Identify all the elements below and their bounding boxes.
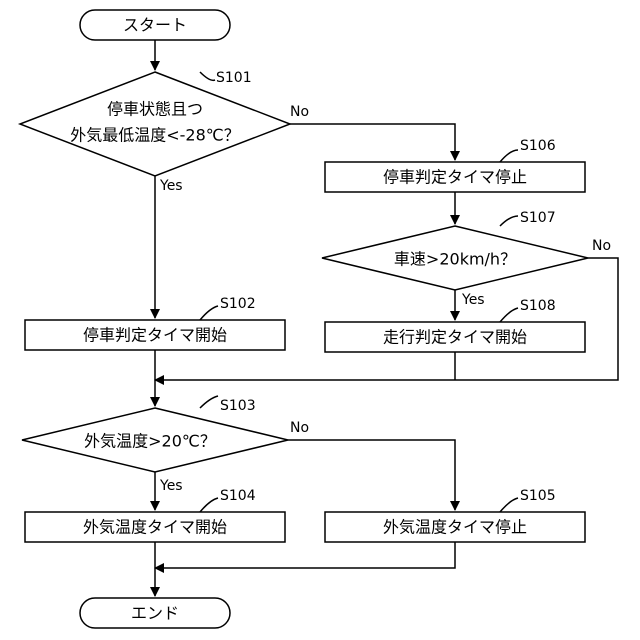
s107-no-label: No	[592, 238, 611, 254]
step-s106-label: S106	[520, 138, 556, 154]
process-s108-text: 走行判定タイマ開始	[383, 328, 527, 347]
connector-s103-no	[288, 440, 455, 510]
decision-s101-line2: 外気最低温度<-28℃？	[70, 126, 240, 145]
connector-s105-merge	[155, 542, 455, 568]
step-s106-leader	[500, 150, 518, 162]
step-s104-leader	[200, 498, 218, 512]
process-s104-text: 外気温度タイマ開始	[83, 518, 227, 537]
end-label: エンド	[131, 604, 179, 623]
process-s106-text: 停車判定タイマ停止	[383, 168, 527, 187]
connector-s101-no	[290, 124, 455, 160]
step-s107-leader	[500, 216, 518, 226]
s101-yes-label: Yes	[159, 178, 183, 194]
decision-s101-line1: 停車状態且つ	[107, 100, 203, 119]
s107-yes-label: Yes	[461, 292, 485, 308]
step-s107-label: S107	[520, 210, 556, 226]
process-s105-text: 外気温度タイマ停止	[383, 518, 527, 537]
process-s102-text: 停車判定タイマ開始	[83, 326, 227, 345]
step-s108-label: S108	[520, 298, 556, 314]
step-s105-label: S105	[520, 488, 556, 504]
step-s105-leader	[500, 498, 518, 512]
step-s101-leader	[200, 72, 215, 80]
s103-no-label: No	[290, 420, 309, 436]
decision-s101	[20, 72, 290, 176]
step-s108-leader	[500, 308, 518, 322]
decision-s103-text: 外気温度>20℃？	[84, 432, 216, 451]
step-s104-label: S104	[220, 488, 256, 504]
step-s103-label: S103	[220, 398, 256, 414]
s101-no-label: No	[290, 104, 309, 120]
connector-s107-no	[155, 258, 618, 380]
step-s101-label: S101	[216, 70, 252, 86]
step-s102-label: S102	[220, 296, 256, 312]
decision-s107-text: 車速>20km/h？	[394, 250, 516, 269]
s103-yes-label: Yes	[159, 478, 183, 494]
step-s103-leader	[200, 396, 218, 408]
start-label: スタート	[123, 16, 187, 35]
step-s102-leader	[200, 306, 218, 320]
